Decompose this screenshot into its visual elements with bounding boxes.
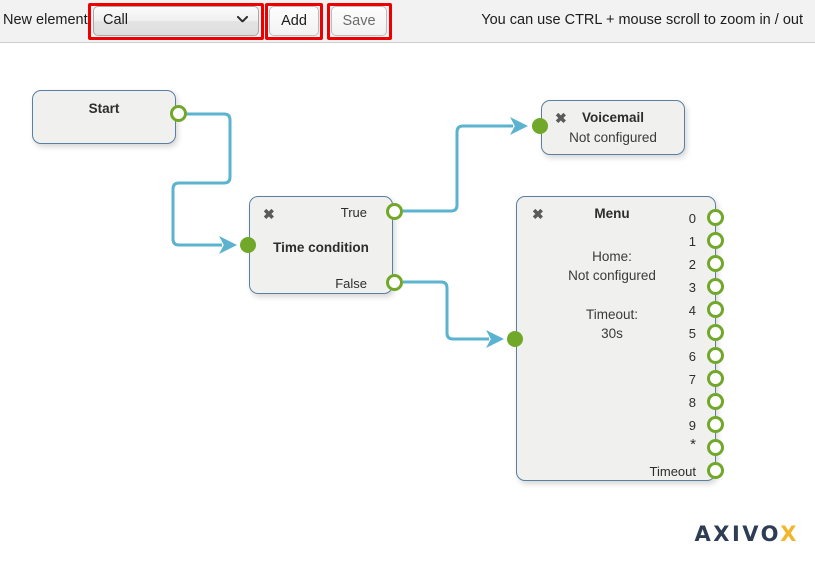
port-menu-output-4[interactable]	[707, 301, 724, 318]
port-label-menu-7: 7	[688, 372, 696, 387]
port-time-condition-true[interactable]	[386, 203, 403, 220]
add-button[interactable]: Add	[269, 6, 319, 36]
node-time-condition[interactable]: ✖ Time condition True False	[249, 196, 393, 294]
chevron-down-icon	[237, 17, 248, 28]
node-start-title: Start	[88, 101, 120, 116]
port-label-true: True	[340, 205, 367, 220]
port-menu-output-1[interactable]	[707, 232, 724, 249]
close-icon[interactable]: ✖	[555, 110, 567, 126]
node-start[interactable]: Start	[32, 90, 176, 144]
node-menu-home-value: Not configured	[568, 268, 656, 283]
port-label-menu-*: *	[690, 436, 696, 453]
new-element-select-value: Call	[103, 12, 128, 28]
port-label-menu-1: 1	[688, 234, 696, 249]
port-time-condition-false[interactable]	[386, 274, 403, 291]
port-label-menu-3: 3	[688, 280, 696, 295]
port-menu-output-9[interactable]	[707, 416, 724, 433]
port-menu-output-2[interactable]	[707, 255, 724, 272]
axivox-logo: AXIVOX	[695, 522, 799, 546]
save-button[interactable]: Save	[331, 6, 387, 36]
port-voicemail-input[interactable]	[532, 118, 548, 134]
connector-true-to-voicemail	[403, 117, 528, 213]
toolbar: New element Call Add Save You can use CT…	[0, 0, 815, 43]
new-element-select-box[interactable]: Call	[93, 6, 259, 36]
port-start-output[interactable]	[170, 105, 187, 122]
close-icon[interactable]: ✖	[263, 206, 275, 222]
port-label-menu-2: 2	[688, 257, 696, 272]
port-label-menu-9: 9	[688, 418, 696, 433]
node-menu-timeout-label: Timeout:	[585, 307, 639, 322]
zoom-hint-text: You can use CTRL + mouse scroll to zoom …	[481, 12, 803, 28]
port-menu-output-3[interactable]	[707, 278, 724, 295]
port-menu-output-*[interactable]	[707, 439, 724, 456]
port-menu-output-7[interactable]	[707, 370, 724, 387]
port-label-menu-5: 5	[688, 326, 696, 341]
node-voicemail[interactable]: ✖ Voicemail Not configured	[541, 100, 685, 155]
close-icon[interactable]: ✖	[532, 206, 544, 222]
node-voicemail-title: Voicemail	[581, 110, 645, 125]
port-menu-output-5[interactable]	[707, 324, 724, 341]
port-menu-output-6[interactable]	[707, 347, 724, 364]
logo-text-main: AXIVO	[694, 522, 781, 546]
node-voicemail-subtitle: Not configured	[569, 130, 657, 145]
node-menu-timeout-value: 30s	[601, 326, 623, 341]
new-element-select[interactable]: Call	[93, 6, 259, 36]
port-label-false: False	[335, 276, 367, 291]
port-menu-output-0[interactable]	[707, 209, 724, 226]
port-label-menu-6: 6	[688, 349, 696, 364]
port-label-menu-timeout: Timeout	[649, 464, 696, 479]
node-menu-home-label: Home:	[592, 249, 632, 264]
node-menu-title: Menu	[594, 206, 630, 221]
port-label-menu-4: 4	[688, 303, 696, 318]
flow-canvas[interactable]: Start ✖ Time condition True False ✖ Voic…	[0, 43, 815, 562]
connector-false-to-menu	[403, 280, 504, 348]
new-element-label: New element	[3, 12, 88, 28]
logo-text-accent: X	[780, 522, 799, 546]
port-menu-output-8[interactable]	[707, 393, 724, 410]
node-menu[interactable]: ✖ Menu Home: Not configured Timeout: 30s…	[516, 196, 716, 481]
port-label-menu-8: 8	[688, 395, 696, 410]
port-time-condition-input[interactable]	[240, 237, 256, 253]
port-menu-output-timeout[interactable]	[707, 462, 724, 479]
port-menu-input[interactable]	[507, 331, 523, 347]
node-time-condition-title: Time condition	[273, 240, 369, 255]
connector-start-to-timecondition	[171, 112, 237, 254]
port-label-menu-0: 0	[688, 211, 696, 226]
connector-layer	[171, 112, 528, 348]
